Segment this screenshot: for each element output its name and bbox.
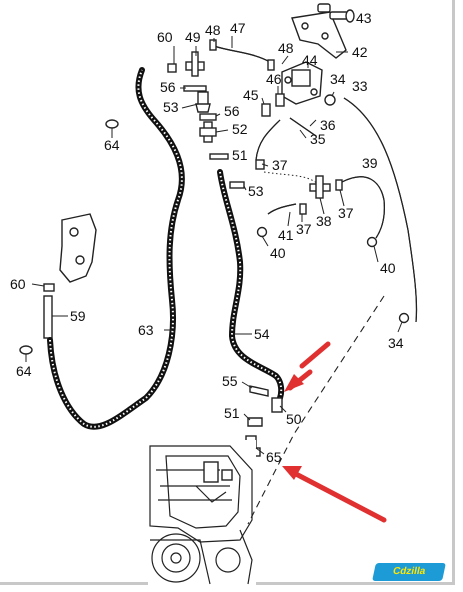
hose-54: [217, 169, 285, 401]
callout-labels: 60 49 48 47 43 42 48 44 56 46 34 33 53 4…: [10, 10, 404, 465]
dashed-reference-line: [247, 295, 385, 525]
nut-40: [256, 226, 378, 248]
parts-diagram-frame: 60 49 48 47 43 42 48 44 56 46 34 33 53 4…: [0, 0, 455, 585]
callout-56b: 56: [224, 103, 240, 119]
engine-block: [148, 440, 256, 585]
clamp-48b: [267, 59, 275, 71]
callout-48a: 48: [205, 22, 221, 38]
hose-33: [343, 97, 418, 323]
bracket-left: [59, 213, 97, 283]
solenoid-valve-44: [281, 61, 323, 105]
callout-44: 44: [302, 52, 318, 68]
callout-53a: 53: [163, 99, 179, 115]
fitting-51b: [247, 417, 263, 427]
nut-34b: [398, 312, 410, 324]
watermark-logo: Cdzilla: [372, 563, 446, 581]
hose-63: [47, 67, 185, 430]
fitting-56a: [183, 85, 207, 92]
callout-59: 59: [70, 308, 86, 324]
callout-34a: 34: [330, 71, 346, 87]
callout-56a: 56: [160, 79, 176, 95]
callout-36: 36: [320, 117, 336, 133]
hose-41: [267, 203, 297, 215]
clamp-60a: [167, 63, 177, 73]
bolt-43: [317, 3, 355, 23]
callout-38: 38: [316, 213, 332, 229]
clamp-60b: [43, 283, 55, 292]
callout-43: 43: [356, 10, 372, 26]
fitting-51a: [209, 153, 229, 160]
callout-40b: 40: [380, 260, 396, 276]
callout-37c: 37: [338, 205, 354, 221]
fitting-56b: [199, 113, 217, 121]
connector-53b: [229, 181, 245, 189]
bracket-42: [291, 11, 347, 59]
callout-51a: 51: [232, 147, 248, 163]
callout-64a: 64: [104, 137, 120, 153]
callout-64b: 64: [16, 363, 32, 379]
callout-40a: 40: [270, 245, 286, 261]
callout-55: 55: [222, 373, 238, 389]
callout-51b: 51: [224, 405, 240, 421]
filter-52: [199, 121, 217, 143]
callout-60a: 60: [157, 29, 173, 45]
callout-41: 41: [278, 227, 294, 243]
hose-35-36: [255, 117, 317, 161]
tube-59: [43, 295, 53, 339]
callout-33: 33: [352, 78, 368, 94]
callout-53b: 53: [248, 183, 264, 199]
nut-34a: [324, 94, 336, 106]
callout-63: 63: [138, 322, 154, 338]
hose-47: [213, 45, 271, 63]
callout-54: 54: [254, 326, 270, 342]
callout-60b: 60: [10, 276, 26, 292]
dotted-routing-line: [263, 171, 319, 185]
callout-50: 50: [286, 411, 302, 427]
callout-46: 46: [266, 71, 282, 87]
callout-35: 35: [310, 131, 326, 147]
callout-34b: 34: [388, 335, 404, 351]
callout-45: 45: [243, 87, 259, 103]
red-arrow-lower: [282, 466, 387, 523]
exploded-parts-diagram: 60 49 48 47 43 42 48 44 56 46 34 33 53 4…: [10, 3, 418, 585]
fittings-45-46: [261, 93, 285, 117]
clamp-64a: [105, 119, 119, 129]
tube-50: [271, 397, 283, 413]
callout-37a: 37: [272, 157, 288, 173]
hose-39: [341, 176, 385, 239]
callout-65: 65: [266, 449, 282, 465]
callout-48b: 48: [278, 40, 294, 56]
callout-49: 49: [185, 29, 201, 45]
callout-37b: 37: [296, 221, 312, 237]
leader-lines: [25, 36, 403, 455]
callout-52: 52: [232, 121, 248, 137]
fitting-49: [185, 51, 205, 77]
callout-47: 47: [230, 20, 246, 36]
red-arrow-upper: [284, 341, 331, 392]
callout-42: 42: [352, 44, 368, 60]
fitting-55: [249, 385, 269, 397]
tee-38: [309, 175, 331, 199]
connector-53a: [195, 91, 211, 113]
callout-39: 39: [362, 155, 378, 171]
clamp-64b: [19, 345, 33, 355]
clamp-48a: [209, 39, 217, 51]
